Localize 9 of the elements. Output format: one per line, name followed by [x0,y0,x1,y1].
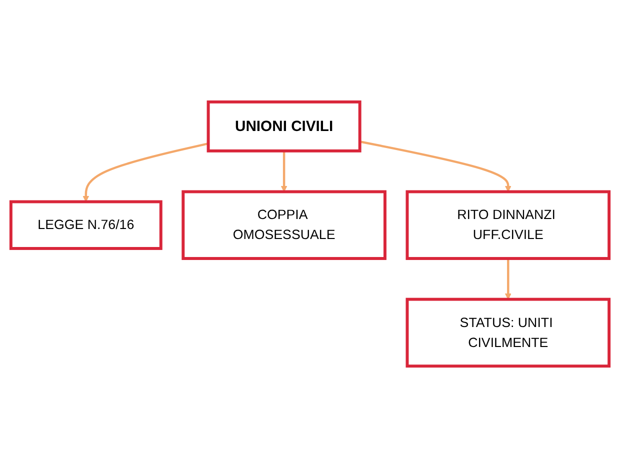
node-box: UNIONI CIVILI [206,100,362,153]
arrow [360,141,512,192]
node-box: COPPIA OMOSESSUALE [182,190,386,260]
node-box: RITO DINNANZI UFF.CIVILE [406,190,611,260]
arrow [82,142,209,203]
node-box: LEGGE N.76/16 [9,200,162,250]
arrow [280,151,288,192]
arrow [504,258,512,300]
node-box: STATUS: UNITI CIVILMENTE [406,298,611,368]
